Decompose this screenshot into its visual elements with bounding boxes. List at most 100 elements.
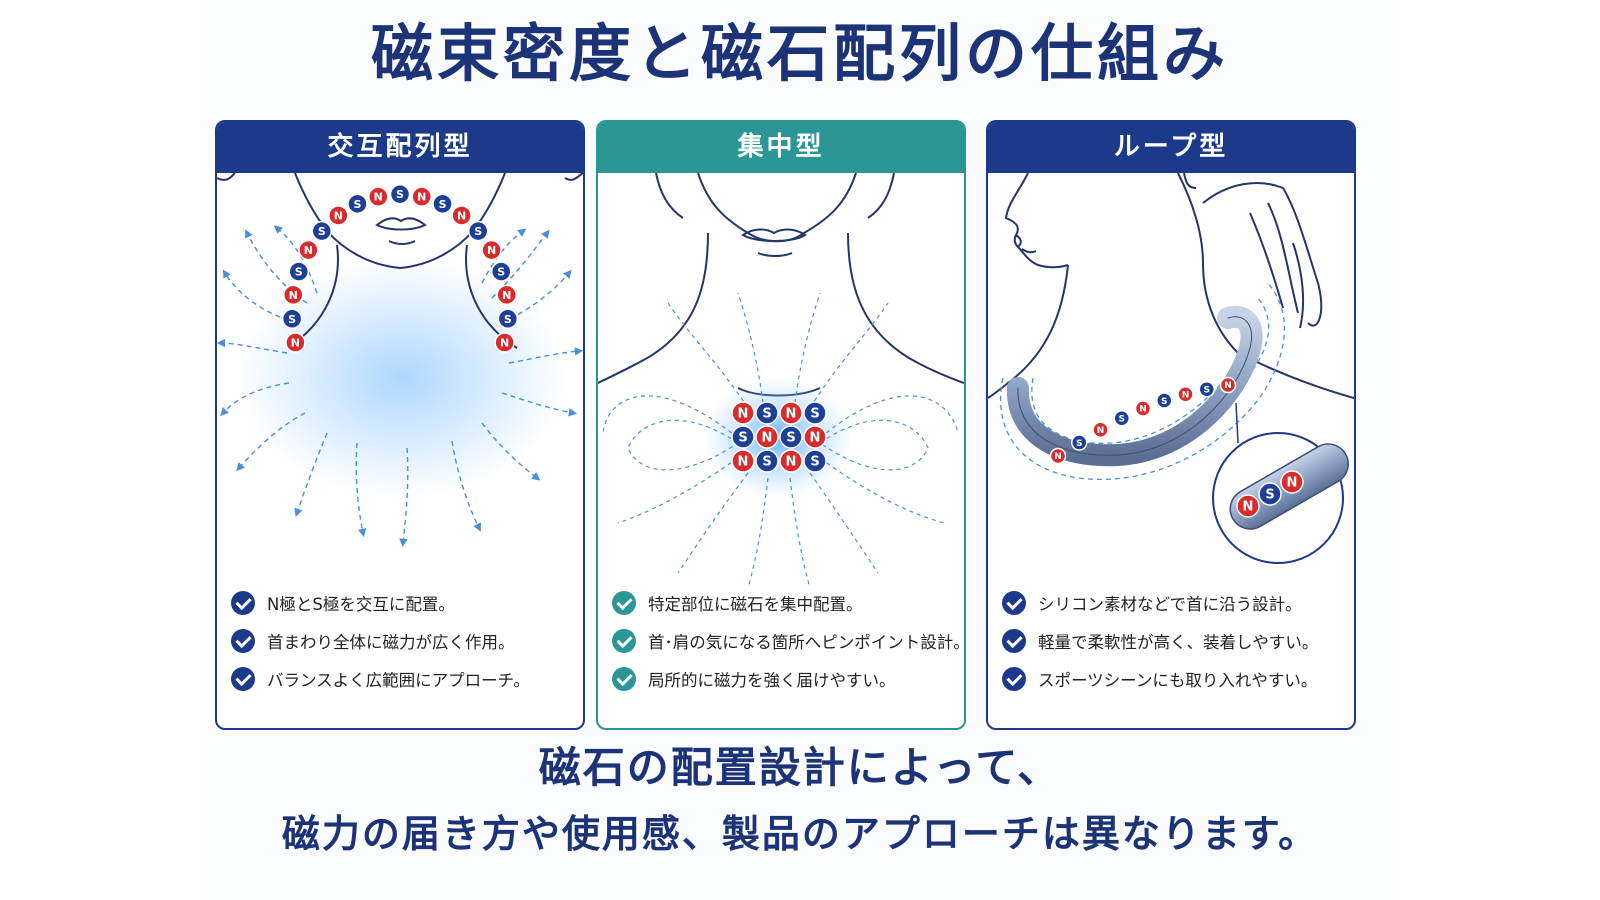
magnet-south: S [497,308,519,330]
bullet-text: 首まわり全体に磁力が広く作用。 [267,633,515,652]
loop-tube-edge [1017,316,1252,456]
magnet-south: S [432,193,453,215]
svg-text:N: N [1139,405,1147,415]
page-title: 磁束密度と磁石配列の仕組み [370,17,1229,90]
magnet-north: N [368,186,389,207]
footer-line-2: 磁力の届き方や使用感、製品のアプローチは異なります。 [281,812,1319,856]
magnet-north: N [731,401,755,425]
magnet-north: N [285,332,306,353]
magnet-north: N [298,239,319,261]
bullet-text: 軽量で柔軟性が高く、装着しやすい。 [1038,633,1319,652]
magnet-north: N [283,284,304,306]
magnet-south: S [389,184,411,205]
svg-text:S: S [1265,488,1274,503]
bullet-text: シリコン素材などで首に沿う設計。 [1038,595,1302,614]
magnet-south: S [803,401,827,425]
check-icon [1002,629,1026,653]
panel-alternating: 交互配列型 [215,120,585,730]
panel-header-alternating: 交互配列型 [217,122,583,173]
bullet-text: スポーツシーンにも取り入れやすい。 [1038,671,1318,690]
svg-text:N: N [334,209,343,222]
check-icon [612,667,636,691]
magnet-south: S [779,425,803,449]
bullet-item: スポーツシーンにも取り入れやすい。 [1002,660,1348,698]
svg-text:S: S [810,407,819,422]
svg-text:N: N [1182,391,1190,401]
bullet-item: シリコン素材などで首に沿う設計。 [1002,584,1348,622]
bullet-item: バランスよく広範囲にアプローチ。 [231,660,577,698]
magnet-north: N [481,239,502,261]
svg-text:N: N [374,191,383,204]
bullet-list: N極とS極を交互に配置。 首まわり全体に磁力が広く作用。 バランスよく広範囲にア… [231,584,577,698]
bullet-text: 局所的に磁力を強く届けやすい。 [648,671,896,690]
magnet-south: S [1198,381,1215,398]
field-lines [602,292,959,589]
svg-text:S: S [288,313,296,326]
magnet-south: S [1113,410,1130,427]
magnet-south: S [1071,434,1088,451]
svg-text:S: S [762,407,771,422]
magnet-north: N [731,449,755,473]
check-icon [1002,667,1026,691]
panel-concentrated: 集中型 [596,120,966,730]
magnet-north: N [1236,494,1260,518]
check-icon [231,591,255,615]
magnet-north: N [755,425,779,449]
svg-text:S: S [1119,415,1125,425]
svg-text:N: N [291,336,300,349]
svg-text:N: N [502,289,511,302]
svg-text:S: S [738,431,747,446]
svg-text:S: S [810,455,819,470]
svg-text:N: N [1054,452,1062,462]
neck-outline [598,173,964,397]
magnet-south: S [803,449,827,473]
magnet-north: N [1049,447,1067,465]
magnet-south: S [288,261,310,282]
bullet-item: 局所的に磁力を強く届けやすい。 [612,660,958,698]
svg-text:S: S [295,266,303,279]
magnet-north: N [1219,376,1237,394]
magnet-north: N [1092,421,1109,439]
svg-text:N: N [1097,426,1105,436]
magnet-north: N [1177,386,1194,403]
svg-text:N: N [289,289,298,302]
check-icon [612,591,636,615]
magnet-north: N [328,205,349,226]
svg-text:S: S [497,266,505,279]
svg-text:S: S [318,225,326,238]
magnet-south: S [490,261,512,282]
svg-text:N: N [738,455,749,470]
svg-text:N: N [786,455,797,470]
panel-header-loop: ループ型 [988,122,1354,173]
magnet-south: S [311,220,333,242]
check-icon [231,667,255,691]
bullet-item: 首･肩の気になる箇所へピンポイント設計。 [612,622,964,660]
svg-text:S: S [439,198,447,211]
svg-text:N: N [457,209,466,222]
bullet-item: 首まわり全体に磁力が広く作用。 [231,622,577,660]
loop-tube [1006,305,1263,467]
magnet-south: S [281,308,303,330]
svg-text:S: S [504,313,512,326]
bullet-item: 軽量で柔軟性が高く、装着しやすい。 [1002,622,1348,660]
svg-text:N: N [1243,500,1254,515]
magnet-north: N [779,401,803,425]
svg-text:N: N [1224,381,1232,391]
svg-text:S: S [1204,386,1210,396]
head-profile [988,173,1354,399]
panel-header-concentrated: 集中型 [598,122,964,173]
svg-text:S: S [786,431,795,446]
magnet-north: N [451,205,472,226]
inset-pointer [1235,402,1239,444]
magnet-north: N [494,332,515,353]
panel-loop: ループ型 N [986,120,1356,730]
magnet-south: S [467,220,489,242]
svg-text:S: S [762,455,771,470]
svg-text:N: N [417,191,426,204]
magnet-south: S [755,449,779,473]
